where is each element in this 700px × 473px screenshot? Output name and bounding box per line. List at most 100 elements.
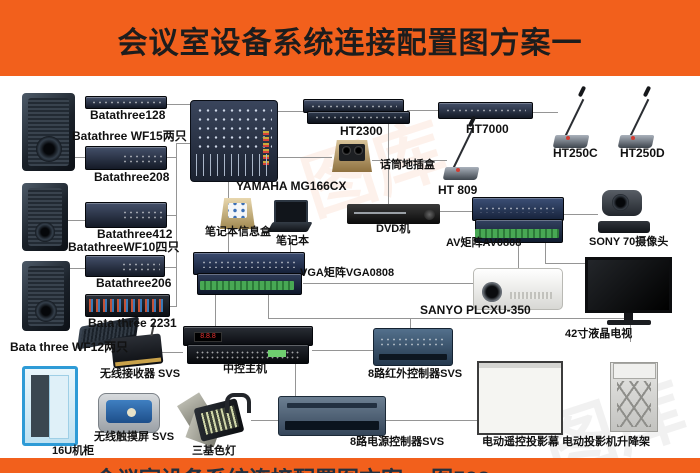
label-ht7000: HT7000 [466, 122, 509, 136]
label-amp206: Batathree206 [96, 276, 172, 290]
label-eq2231: Bata three 2231 [88, 316, 177, 330]
amplifier-208-image [85, 146, 167, 170]
connector-line [533, 112, 558, 113]
connector-line [410, 318, 411, 328]
connector-line [268, 318, 630, 319]
label-ht2300: HT2300 [340, 124, 383, 138]
connector-line [268, 295, 269, 318]
label-ir-ctrl: 8路红外控制器SVS [368, 368, 463, 380]
ht809-mic-image [432, 115, 482, 180]
projection-screen-image [477, 361, 563, 435]
connector-line [251, 420, 278, 421]
label-touch-panel: 无线触摸屏 SVS [94, 431, 175, 443]
page-title: 会议室设备系统连接配置图方案一 [117, 27, 583, 60]
connector-line [545, 242, 546, 263]
connector-line [228, 229, 229, 253]
label-tricolor-light: 三基色灯 [192, 445, 236, 457]
speaker-wf10-image [22, 183, 68, 251]
connector-line [303, 283, 473, 284]
power-controller-image [278, 396, 386, 436]
connector-line [277, 157, 332, 158]
label-central-ctrl: 中控主机 [223, 363, 267, 375]
equalizer-2231-image [85, 294, 170, 317]
equalizer-128-image [85, 96, 167, 109]
label-infobox: 笔记本信息盒 [205, 226, 271, 238]
central-controller-image: 8.8.8 [183, 326, 313, 364]
touch-panel-image [98, 393, 160, 433]
label-tv: 42寸液晶电视 [565, 328, 633, 340]
label-power-ctrl: 8路电源控制器SVS [350, 436, 445, 448]
connector-line [295, 364, 296, 396]
speaker-wf12-image [22, 261, 70, 331]
connector-line [372, 160, 447, 161]
floorbox-image [332, 140, 372, 172]
connector-line [170, 306, 177, 307]
label-sony-cam: SONY 70摄像头 [589, 236, 669, 248]
ht250c-mic-image [548, 85, 596, 148]
connector-line [167, 104, 192, 105]
footer-band: 会议室设备系统连接配置图方案一 图593 [0, 458, 700, 473]
connector-line [215, 295, 216, 328]
label-wireless-rx: 无线接收器 SVS [100, 368, 181, 380]
connector-line [290, 236, 291, 253]
connector-line [386, 420, 477, 421]
connector-line [176, 143, 177, 307]
label-spk-wf15: Batathree WF15两只 [72, 129, 187, 143]
laptop-infobox-image [220, 198, 255, 229]
connector-line [67, 220, 85, 221]
tv-image [585, 257, 672, 325]
label-mixer: YAMAHA MG166CX [236, 179, 347, 193]
label-ht250c: HT250C [553, 146, 598, 160]
label-projector: SANYO PLCXU-350 [420, 303, 531, 317]
ir-controller-image [373, 328, 453, 366]
projector-lift-image [610, 362, 658, 432]
label-av-matrix: AV矩阵AV0808 [446, 237, 522, 249]
connector-line [167, 215, 176, 216]
connector-line [277, 111, 303, 112]
label-proj-lift: 电动投影机升降架 [562, 436, 650, 448]
label-rack16u: 16U机柜 [52, 445, 95, 457]
footer-clipped-text: 会议室设备系统连接配置图方案一 图593 [95, 462, 490, 473]
label-amp208: Batathree208 [94, 170, 170, 184]
mixer-image [190, 100, 278, 182]
projector-image [473, 268, 563, 310]
amplifier-206-image [85, 255, 165, 277]
connector-line [407, 110, 438, 111]
vga-matrix-image [193, 252, 305, 295]
label-ht809: HT 809 [438, 183, 478, 197]
connector-line [440, 211, 473, 212]
connector-line [545, 263, 585, 264]
connector-line [162, 352, 183, 353]
tricolor-light-image [177, 392, 253, 448]
connector-line [518, 242, 519, 270]
amplifier-412-image [85, 202, 167, 228]
label-amp412: Batathree412 [97, 227, 173, 241]
rack-cabinet-image [22, 366, 78, 446]
label-ht250d: HT250D [620, 146, 665, 160]
ht7000-image [438, 102, 533, 119]
connector-line [167, 157, 176, 158]
header-band: 会议室设备系统连接配置图方案一 [0, 0, 700, 76]
ht250d-mic-image [613, 85, 661, 148]
connector-line [312, 350, 373, 351]
connector-line [165, 267, 176, 268]
connector-line [75, 157, 85, 158]
dvd-player-image [347, 204, 440, 224]
label-spk-wf10: BatathreeWF10四只 [68, 240, 180, 254]
laptop-image [267, 200, 313, 234]
label-floorbox: 话筒地插盒 [380, 159, 435, 171]
label-proj-screen: 电动遥控投影幕 [482, 436, 559, 448]
ht2300-image [301, 99, 410, 124]
connector-line [630, 318, 631, 342]
connector-line [388, 123, 389, 205]
connector-line [562, 214, 598, 215]
label-dvd: DVD机 [376, 223, 411, 235]
speaker-wf15-image [22, 93, 75, 171]
connector-line [176, 143, 192, 144]
label-vga-matrix: VGA矩阵VGA0808 [300, 267, 395, 279]
av-matrix-image [472, 197, 564, 243]
label-laptop: 笔记本 [276, 235, 309, 247]
sony-camera-image [598, 186, 650, 233]
label-eq128: Batathree128 [90, 108, 166, 122]
